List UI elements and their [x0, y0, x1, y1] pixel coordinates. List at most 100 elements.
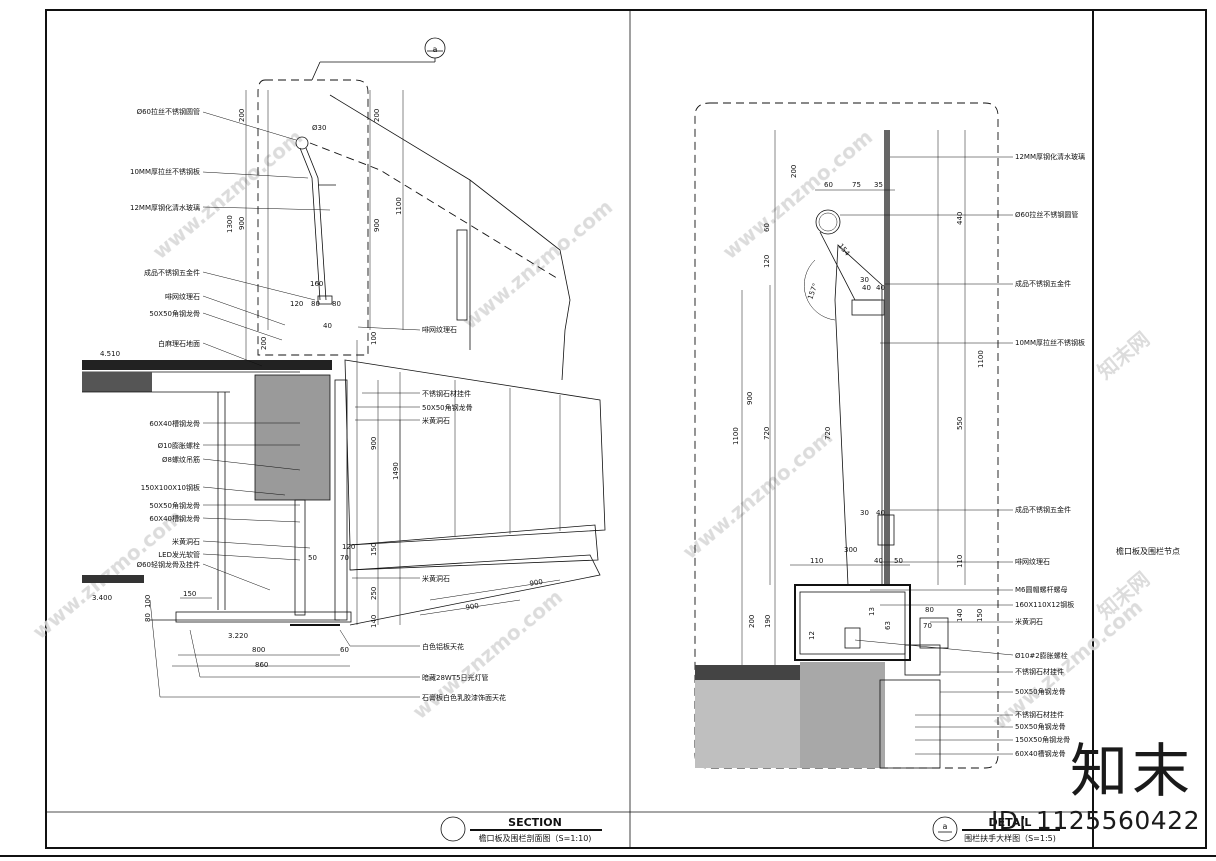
annotation-label: 50X50角钢龙骨 [422, 403, 473, 412]
dimension-label: 30 [860, 276, 869, 284]
dimension-label: 300 [844, 546, 857, 554]
annotation-label: Ø60拉丝不锈钢圆管 [137, 107, 200, 116]
watermark-text: 知末网 [1093, 327, 1154, 384]
dimension-label: 720 [763, 427, 771, 440]
dimension-label: 40 [862, 284, 871, 292]
dimension-label: 190 [764, 615, 772, 628]
annotation-label: 10MM厚拉丝不锈钢板 [130, 167, 200, 176]
brand-logo: 知末 [1069, 737, 1194, 805]
annotation-label: 白麻理石地面 [158, 339, 200, 348]
annotation-label: 不锈钢石材挂件 [1015, 667, 1064, 676]
detail-title-en: DETAIL [989, 816, 1032, 829]
watermark-text: www.znzmo.com [988, 595, 1147, 734]
right-labels: 12MM厚钢化清水玻璃 Ø60拉丝不锈钢圆管 成品不锈钢五金件 10MM厚拉丝不… [732, 152, 1085, 758]
level-mark: 4.510 [100, 350, 120, 358]
section-marker-label: a [943, 822, 948, 831]
dimension-label: 110 [956, 555, 964, 568]
dimension-label: 70 [923, 622, 932, 630]
dimension-label: 1300 [226, 215, 234, 233]
annotation-label: 米黄洞石 [422, 574, 450, 583]
dimension-label: 900 [373, 219, 381, 232]
dimension-label: 1100 [732, 427, 740, 445]
dimension-label: 60 [763, 223, 771, 232]
annotation-label: 50X50角钢龙骨 [1015, 687, 1066, 696]
annotation-label: 60X40槽钢龙骨 [149, 514, 200, 523]
dimension-label: 30 [860, 509, 869, 517]
sheet-title: 檐口板及围栏节点 [1116, 546, 1180, 556]
annotation-label: 啡网纹理石 [422, 325, 457, 334]
dimension-label: 200 [373, 109, 381, 122]
annotation-label: Ø8螺纹吊筋 [162, 455, 200, 464]
annotation-label: 啡网纹理石 [1015, 557, 1050, 566]
annotation-label: M6圆帽螺杆螺母 [1015, 585, 1068, 594]
watermark-text: www.znzmo.com [148, 125, 307, 264]
dimension-label: 80 [332, 300, 341, 308]
detail-title-en: SECTION [508, 816, 562, 829]
annotation-label: 米黄洞石 [1015, 617, 1043, 626]
section-marker-label: a [433, 45, 438, 54]
dimension-label: 100 [370, 332, 378, 345]
dimension-label: 40 [874, 557, 883, 565]
dimension-label: 35 [874, 181, 883, 189]
watermark-text: www.znzmo.com [458, 195, 617, 334]
dimension-label: 40 [876, 284, 885, 292]
dimension-label: 40 [323, 322, 332, 330]
dimension-label: 140 [370, 615, 378, 628]
level-mark: 3.220 [228, 632, 248, 640]
dimension-label: Ø30 [312, 124, 326, 132]
annotation-label: 石膏板白色乳胶漆饰面天花 [422, 693, 506, 702]
annotation-label: LED发光软管 [158, 550, 200, 559]
annotation-label: 12MM厚钢化清水玻璃 [130, 203, 200, 212]
annotation-label: Ø10膨胀螺栓 [158, 441, 200, 450]
right-title-block: a DETAIL 围栏扶手大样图（S=1:5) [932, 816, 1060, 843]
right-detail-geometry [694, 102, 1014, 769]
annotation-label: 成品不锈钢五金件 [1015, 505, 1071, 514]
dimension-label: 1100 [977, 350, 985, 368]
dimension-label: 120 [763, 255, 771, 268]
dimension-label: 12 [808, 631, 816, 640]
watermark-text: www.znzmo.com [678, 425, 837, 564]
dimension-label: 200 [748, 615, 756, 628]
level-mark: 3.400 [92, 594, 112, 602]
dimension-label: 50 [894, 557, 903, 565]
dimension-label: 200 [260, 337, 268, 350]
annotation-label: 150X50角钢龙骨 [1015, 735, 1070, 744]
dimension-label: 50 [308, 554, 317, 562]
dimension-label: 110 [810, 557, 823, 565]
annotation-label: 10MM厚拉丝不锈钢板 [1015, 338, 1085, 347]
annotation-label: 啡网纹理石 [165, 292, 200, 301]
annotation-label: Ø60拉丝不锈钢圆管 [1015, 210, 1078, 219]
sheet-frame [0, 9, 1216, 857]
dimension-label: 1490 [392, 462, 400, 480]
annotation-label: 60X40槽钢龙骨 [149, 419, 200, 428]
watermark-layer: www.znzmo.com www.znzmo.com www.znzmo.co… [28, 125, 1154, 734]
dimension-label: 860 [255, 661, 268, 669]
dimension-label: 13 [868, 607, 876, 616]
dimension-label: 800 [252, 646, 265, 654]
annotation-label: Ø60轻钢龙骨及挂件 [137, 560, 200, 569]
dimension-label: 900 [746, 392, 754, 405]
left-title-block: SECTION 檐口板及围栏剖面图（S=1:10) [440, 816, 602, 843]
dimension-label: 140 [956, 609, 964, 622]
dimension-label: 900 [238, 217, 246, 230]
detail-title-cn: 围栏扶手大样图（S=1:5) [964, 833, 1056, 843]
dimension-label: 63 [884, 621, 892, 630]
annotation-label: 50X50角钢龙骨 [1015, 722, 1066, 731]
dimension-label: 200 [790, 165, 798, 178]
dimension-label: 60 [340, 646, 349, 654]
dimension-label: 200 [238, 109, 246, 122]
dimension-label: 550 [956, 417, 964, 430]
dimension-label: 900 [465, 602, 480, 612]
annotation-label: 成品不锈钢五金件 [1015, 279, 1071, 288]
dimension-label: 157° [806, 282, 819, 301]
annotation-label: 50X50角钢龙骨 [149, 309, 200, 318]
dimension-label: 900 [370, 437, 378, 450]
dimension-label: 60 [824, 181, 833, 189]
dimension-label: 150 [370, 543, 378, 556]
dimension-label: 150 [183, 590, 196, 598]
dimension-label: 120 [342, 543, 355, 551]
watermark-text: www.znzmo.com [718, 125, 877, 264]
watermark-text: www.znzmo.com [408, 585, 567, 724]
dimension-label: 160 [310, 280, 323, 288]
